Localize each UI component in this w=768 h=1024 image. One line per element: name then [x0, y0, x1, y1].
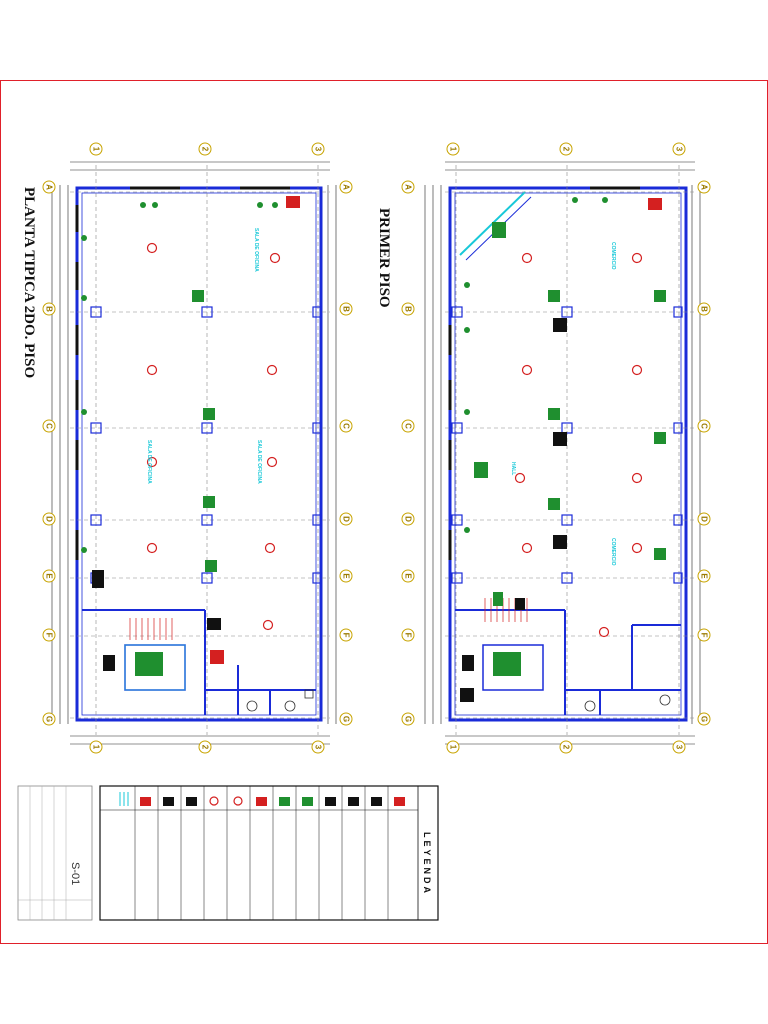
svg-text:COMERCIO: COMERCIO: [610, 242, 616, 270]
grid-row-E-left-p0-label: E: [45, 573, 54, 579]
grid-row-A-right-p1-circle: [697, 180, 711, 194]
grid-row-B-left-p1-circle: [401, 302, 415, 316]
grid-col-3-bottom-p0-circle: [311, 740, 325, 754]
grid-row-E-right-p1-circle: [697, 569, 711, 583]
grid-row-B-left-p0-circle: [42, 302, 56, 316]
grid-row-B-right-p1-label: B: [700, 306, 709, 312]
grid-row-C-left-p0-label: C: [45, 423, 54, 429]
grid-row-F-right-p1-label: F: [700, 633, 709, 638]
grid-row-C-right-p0-circle: [339, 419, 353, 433]
grid-row-D-left-p1-circle: [401, 512, 415, 526]
grid-row-G-right-p0-circle: [339, 712, 353, 726]
grid-row-D-left-p1-label: D: [404, 516, 413, 522]
grid-row-A-right-p0-circle: [339, 180, 353, 194]
grid-col-3-bottom-p1-label: 3: [675, 745, 684, 750]
grid-col-1-bottom-p1-circle: [446, 740, 460, 754]
grid-col-1-bottom-p0-circle: [89, 740, 103, 754]
grid-col-3-top-p0-label: 3: [314, 147, 323, 152]
svg-text:HALL: HALL: [510, 462, 516, 475]
grid-col-2-bottom-p0-circle: [198, 740, 212, 754]
grid-row-D-left-p0-label: D: [45, 516, 54, 522]
grid-col-2-bottom-p1-label: 2: [562, 745, 571, 750]
grid-col-2-top-p0-circle: [198, 142, 212, 156]
grid-row-G-right-p0-label: G: [342, 716, 351, 722]
sheet-code: S-01: [69, 862, 81, 885]
grid-row-A-right-p1-label: A: [700, 184, 709, 190]
grid-row-C-right-p1-label: C: [700, 423, 709, 429]
grid-row-D-left-p0-circle: [42, 512, 56, 526]
grid-row-D-right-p0-label: D: [342, 516, 351, 522]
grid-row-G-left-p0-label: G: [45, 716, 54, 722]
grid-row-E-left-p1-circle: [401, 569, 415, 583]
grid-row-C-left-p1-label: C: [404, 423, 413, 429]
grid-row-F-left-p1-label: F: [404, 633, 413, 638]
svg-text:SALA DE OFICINA: SALA DE OFICINA: [146, 440, 152, 484]
grid-col-1-bottom-p1-label: 1: [449, 745, 458, 750]
grid-col-3-top-p1-circle: [672, 142, 686, 156]
grid-col-3-bottom-p0-label: 3: [314, 745, 323, 750]
grid-row-E-left-p1-label: E: [404, 573, 413, 579]
grid-row-B-left-p1-label: B: [404, 306, 413, 312]
grid-col-2-top-p1-label: 2: [562, 147, 571, 152]
grid-row-A-left-p1-circle: [401, 180, 415, 194]
grid-row-C-left-p0-circle: [42, 419, 56, 433]
svg-text:COMERCIO: COMERCIO: [610, 538, 616, 566]
grid-col-3-top-p0-circle: [311, 142, 325, 156]
grid-row-G-left-p1-label: G: [404, 716, 413, 722]
grid-row-C-right-p1-circle: [697, 419, 711, 433]
grid-col-1-top-p0-label: 1: [92, 147, 101, 152]
grid-row-F-right-p0-circle: [339, 628, 353, 642]
grid-row-E-right-p0-circle: [339, 569, 353, 583]
grid-row-E-right-p1-label: E: [700, 573, 709, 579]
grid-row-F-left-p0-circle: [42, 628, 56, 642]
grid-row-A-right-p0-label: A: [342, 184, 351, 190]
legend-panel: LEYENDA: [99, 785, 439, 921]
grid-row-B-left-p0-label: B: [45, 306, 54, 312]
grid-row-D-right-p1-circle: [697, 512, 711, 526]
grid-row-F-right-p0-label: F: [342, 633, 351, 638]
legend-title: LEYENDA: [422, 832, 432, 896]
grid-row-B-right-p0-circle: [339, 302, 353, 316]
svg-text:SALA DE OFICINA: SALA DE OFICINA: [253, 228, 259, 272]
grid-row-G-left-p0-circle: [42, 712, 56, 726]
title-block: S-01: [17, 785, 93, 921]
grid-row-D-right-p1-label: D: [700, 516, 709, 522]
grid-col-2-bottom-p1-circle: [559, 740, 573, 754]
grid-row-A-left-p0-circle: [42, 180, 56, 194]
grid-col-3-bottom-p1-circle: [672, 740, 686, 754]
grid-col-1-top-p1-circle: [446, 142, 460, 156]
grid-row-A-left-p0-label: A: [45, 184, 54, 190]
grid-row-D-right-p0-circle: [339, 512, 353, 526]
plan-left-title: PLANTA TIPICA 2DO. PISO: [21, 187, 37, 378]
grid-row-E-left-p0-circle: [42, 569, 56, 583]
grid-col-1-top-p1-label: 1: [449, 147, 458, 152]
plan-right-title: PRIMER PISO: [376, 208, 392, 308]
grid-row-C-left-p1-circle: [401, 419, 415, 433]
plan-first-floor: COMERCIO HALL COMERCIO: [424, 161, 701, 745]
grid-row-F-left-p0-label: F: [45, 633, 54, 638]
grid-row-G-left-p1-circle: [401, 712, 415, 726]
grid-col-1-bottom-p0-label: 1: [92, 745, 101, 750]
grid-row-B-right-p1-circle: [697, 302, 711, 316]
grid-row-G-right-p1-label: G: [700, 716, 709, 722]
grid-row-G-right-p1-circle: [697, 712, 711, 726]
grid-row-E-right-p0-label: E: [342, 573, 351, 579]
grid-col-3-top-p1-label: 3: [675, 147, 684, 152]
grid-row-F-right-p1-circle: [697, 628, 711, 642]
plan-second-floor: SALA DE OFICINA SALA DE OFICINA SALA DE …: [51, 161, 337, 745]
grid-col-2-bottom-p0-label: 2: [201, 745, 210, 750]
grid-row-F-left-p1-circle: [401, 628, 415, 642]
grid-col-2-top-p0-label: 2: [201, 147, 210, 152]
grid-col-2-top-p1-circle: [559, 142, 573, 156]
grid-row-A-left-p1-label: A: [404, 184, 413, 190]
grid-col-1-top-p0-circle: [89, 142, 103, 156]
svg-text:SALA DE OFICINA: SALA DE OFICINA: [256, 440, 262, 484]
grid-row-C-right-p0-label: C: [342, 423, 351, 429]
grid-row-B-right-p0-label: B: [342, 306, 351, 312]
